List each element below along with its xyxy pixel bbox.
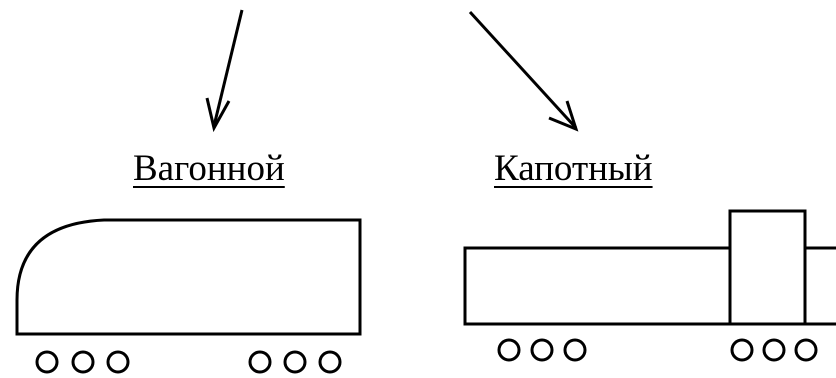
wheel [248,350,272,374]
hood-type-rear-bogie [730,338,818,362]
wagon-type-rear-bogie [248,350,342,374]
hood-type-cab [728,209,807,326]
hood-type-long-hood [463,246,732,326]
wheel [71,350,95,374]
wheel [106,350,130,374]
hood-type-front-bogie [497,338,587,362]
wheel [318,350,342,374]
wheel [730,338,754,362]
wagon-type-body [15,218,362,336]
wheel [283,350,307,374]
wheel [530,338,554,362]
wheel [794,338,818,362]
wagon-type-front-bogie [35,350,130,374]
wheel [497,338,521,362]
wagon-type-label: Вагонной [133,148,285,189]
arrow-to-hood-type [468,10,579,132]
arrow-to-wagon-type [205,9,244,133]
hood-type-label: Капотный [494,148,653,189]
hood-type-short-hood [803,246,836,326]
wagon-type-locomotive [15,218,362,374]
wheel [762,338,786,362]
hood-type-locomotive [463,209,836,362]
wheel [35,350,59,374]
wheel [563,338,587,362]
